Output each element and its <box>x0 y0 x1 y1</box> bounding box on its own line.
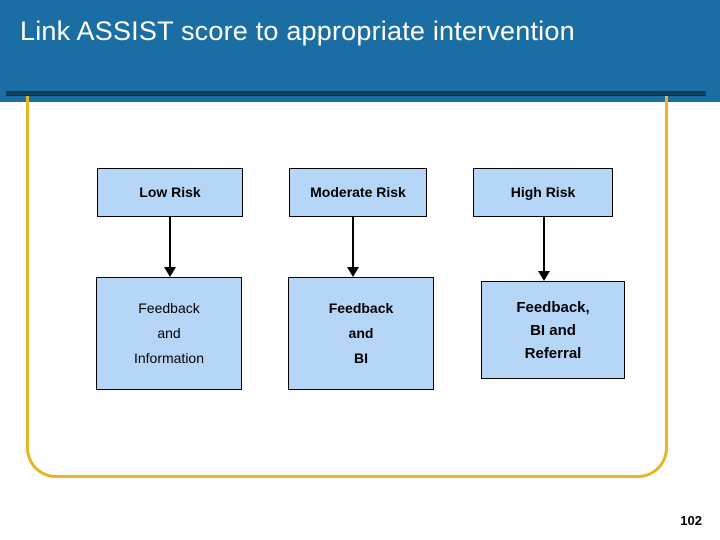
arrow-shaft <box>352 217 354 267</box>
arrow-shaft <box>543 217 545 271</box>
arrow-head <box>538 271 550 281</box>
risk-box-moderate: Moderate Risk <box>289 168 427 217</box>
page-title: Link ASSIST score to appropriate interve… <box>20 16 575 46</box>
title-divider-shadow <box>6 95 706 96</box>
content-frame <box>26 96 668 478</box>
title-banner: Link ASSIST score to appropriate interve… <box>0 0 720 102</box>
risk-box-high: High Risk <box>473 168 613 217</box>
page-number: 102 <box>680 513 702 528</box>
action-box-high: Feedback, BI and Referral <box>481 281 625 379</box>
arrow-head <box>164 267 176 277</box>
title-divider <box>6 91 706 95</box>
action-box-moderate: Feedback and BI <box>288 277 434 390</box>
arrow-head <box>347 267 359 277</box>
arrow-shaft <box>169 217 171 267</box>
risk-box-low: Low Risk <box>97 168 243 217</box>
action-box-low: Feedback and Information <box>96 277 242 390</box>
